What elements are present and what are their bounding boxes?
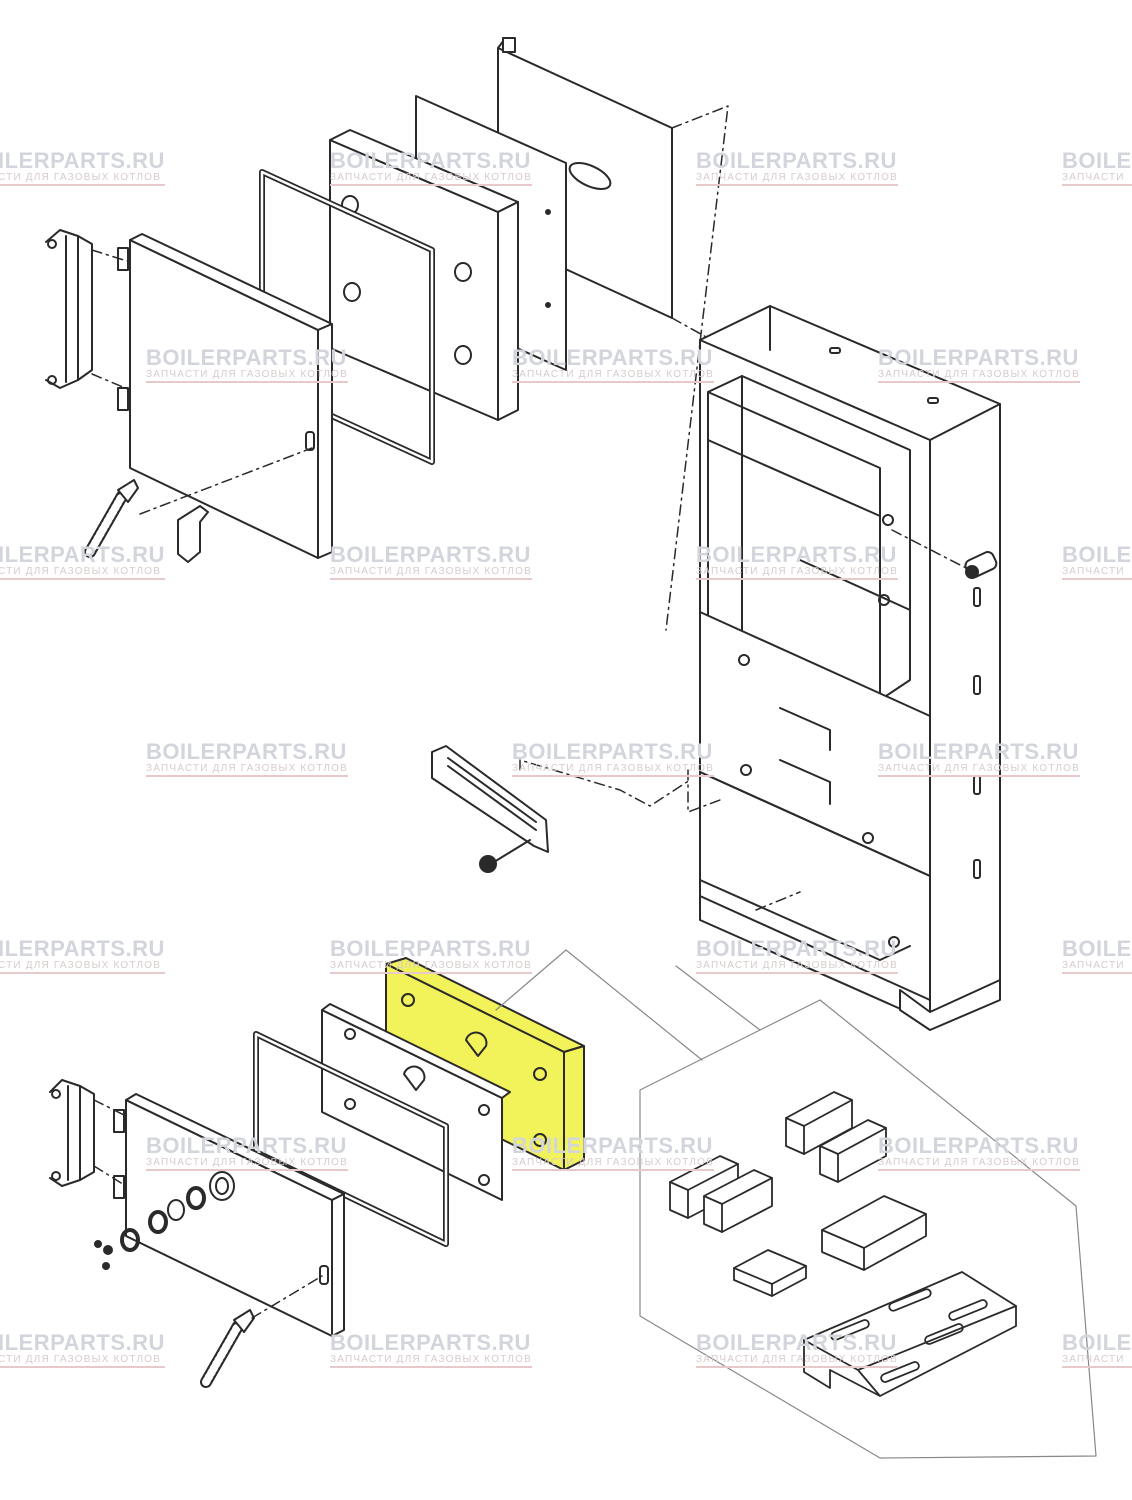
bottom-door-gasket[interactable] xyxy=(253,1031,449,1247)
peephole-washers[interactable] xyxy=(94,1186,206,1270)
top-door-panel[interactable] xyxy=(117,233,333,559)
top-assembly-lines xyxy=(91,105,729,631)
top-hinge-bracket[interactable] xyxy=(45,229,93,389)
kit-insulation-pieces[interactable] xyxy=(669,1091,927,1297)
bottom-hinge-bracket[interactable] xyxy=(49,1079,95,1187)
spare-kit-callout xyxy=(495,949,1097,1459)
insulation-block-highlighted[interactable] xyxy=(385,957,585,1171)
top-refractory-block[interactable] xyxy=(329,129,519,421)
top-door-handle[interactable] xyxy=(84,479,139,558)
top-latch-clip[interactable] xyxy=(177,505,209,563)
bottom-assembly-lines xyxy=(93,1099,323,1319)
body-assembly-lines xyxy=(519,529,967,911)
sight-glass-plate[interactable] xyxy=(431,745,549,873)
boiler-body[interactable] xyxy=(699,305,1001,1031)
bottom-door-handle[interactable] xyxy=(200,1309,255,1388)
side-plug[interactable] xyxy=(964,550,999,579)
bottom-door-panel[interactable] xyxy=(113,1093,345,1337)
bottom-insulation-plate[interactable] xyxy=(321,1003,511,1201)
kit-tray-bracket[interactable] xyxy=(803,1271,1017,1397)
